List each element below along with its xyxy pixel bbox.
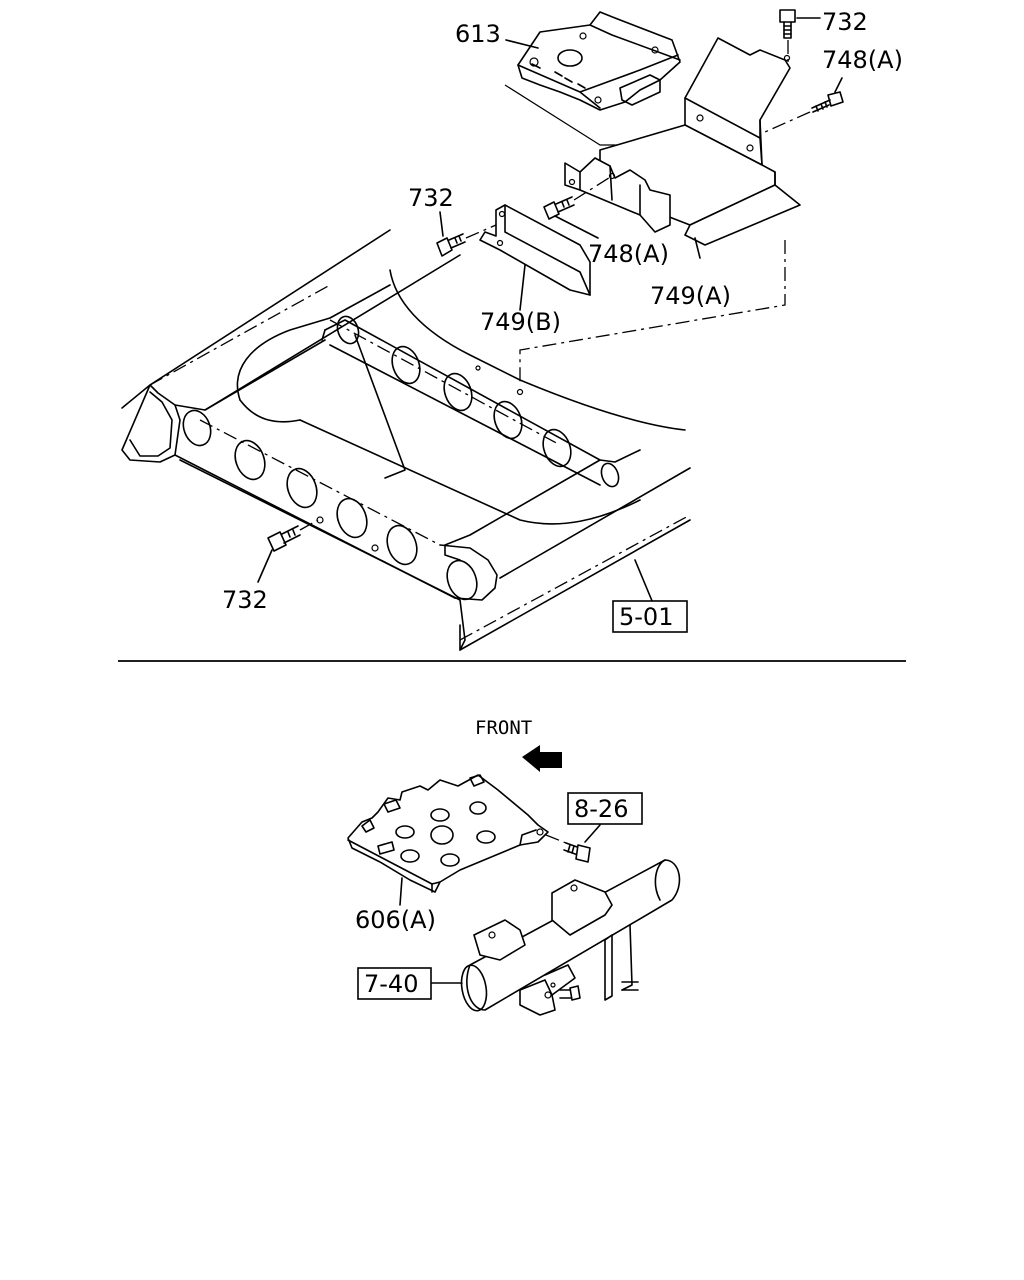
label-606a: 606(A) xyxy=(355,906,436,934)
bolt-732-bottom xyxy=(257,519,319,583)
label-732-bottom: 732 xyxy=(222,586,268,614)
label-613: 613 xyxy=(455,20,501,48)
label-732-top: 732 xyxy=(822,8,868,36)
label-748a-top: 748(A) xyxy=(822,46,903,74)
front-arrow-icon xyxy=(522,745,562,772)
ref-5-01: 5-01 xyxy=(619,603,673,631)
ref-box-5-01 xyxy=(612,600,688,633)
ref-8-26: 8-26 xyxy=(574,795,628,823)
bracket-749b-upper xyxy=(564,157,671,233)
pipe-support-bracket xyxy=(473,879,639,1016)
bolt-748a-mid xyxy=(543,175,613,239)
bolt-748a-top xyxy=(764,77,844,133)
lower-view: FRONT 606(A) xyxy=(347,717,681,1016)
upper-view: 613 732 748(A) 732 748(A) 749(A) 749(B) … xyxy=(121,8,903,651)
bolt-732-left xyxy=(436,211,497,257)
front-label: FRONT xyxy=(475,717,532,739)
label-749a: 749(A) xyxy=(650,282,731,310)
cross-pipe xyxy=(460,859,681,1012)
bracket-749b-lower xyxy=(479,204,591,296)
ecu-unit xyxy=(504,11,681,146)
ref-7-40: 7-40 xyxy=(364,970,418,998)
ref-box-7-40 xyxy=(357,967,432,1000)
label-749b: 749(B) xyxy=(480,308,561,336)
mounting-plate-606a xyxy=(347,774,549,906)
label-748a-mid: 748(A) xyxy=(588,240,669,268)
bolt-732-top xyxy=(779,9,821,62)
frame-cross-member xyxy=(121,229,691,651)
label-732-left: 732 xyxy=(408,184,454,212)
bolt-8-26 xyxy=(545,824,601,863)
ref-box-8-26 xyxy=(567,792,643,825)
